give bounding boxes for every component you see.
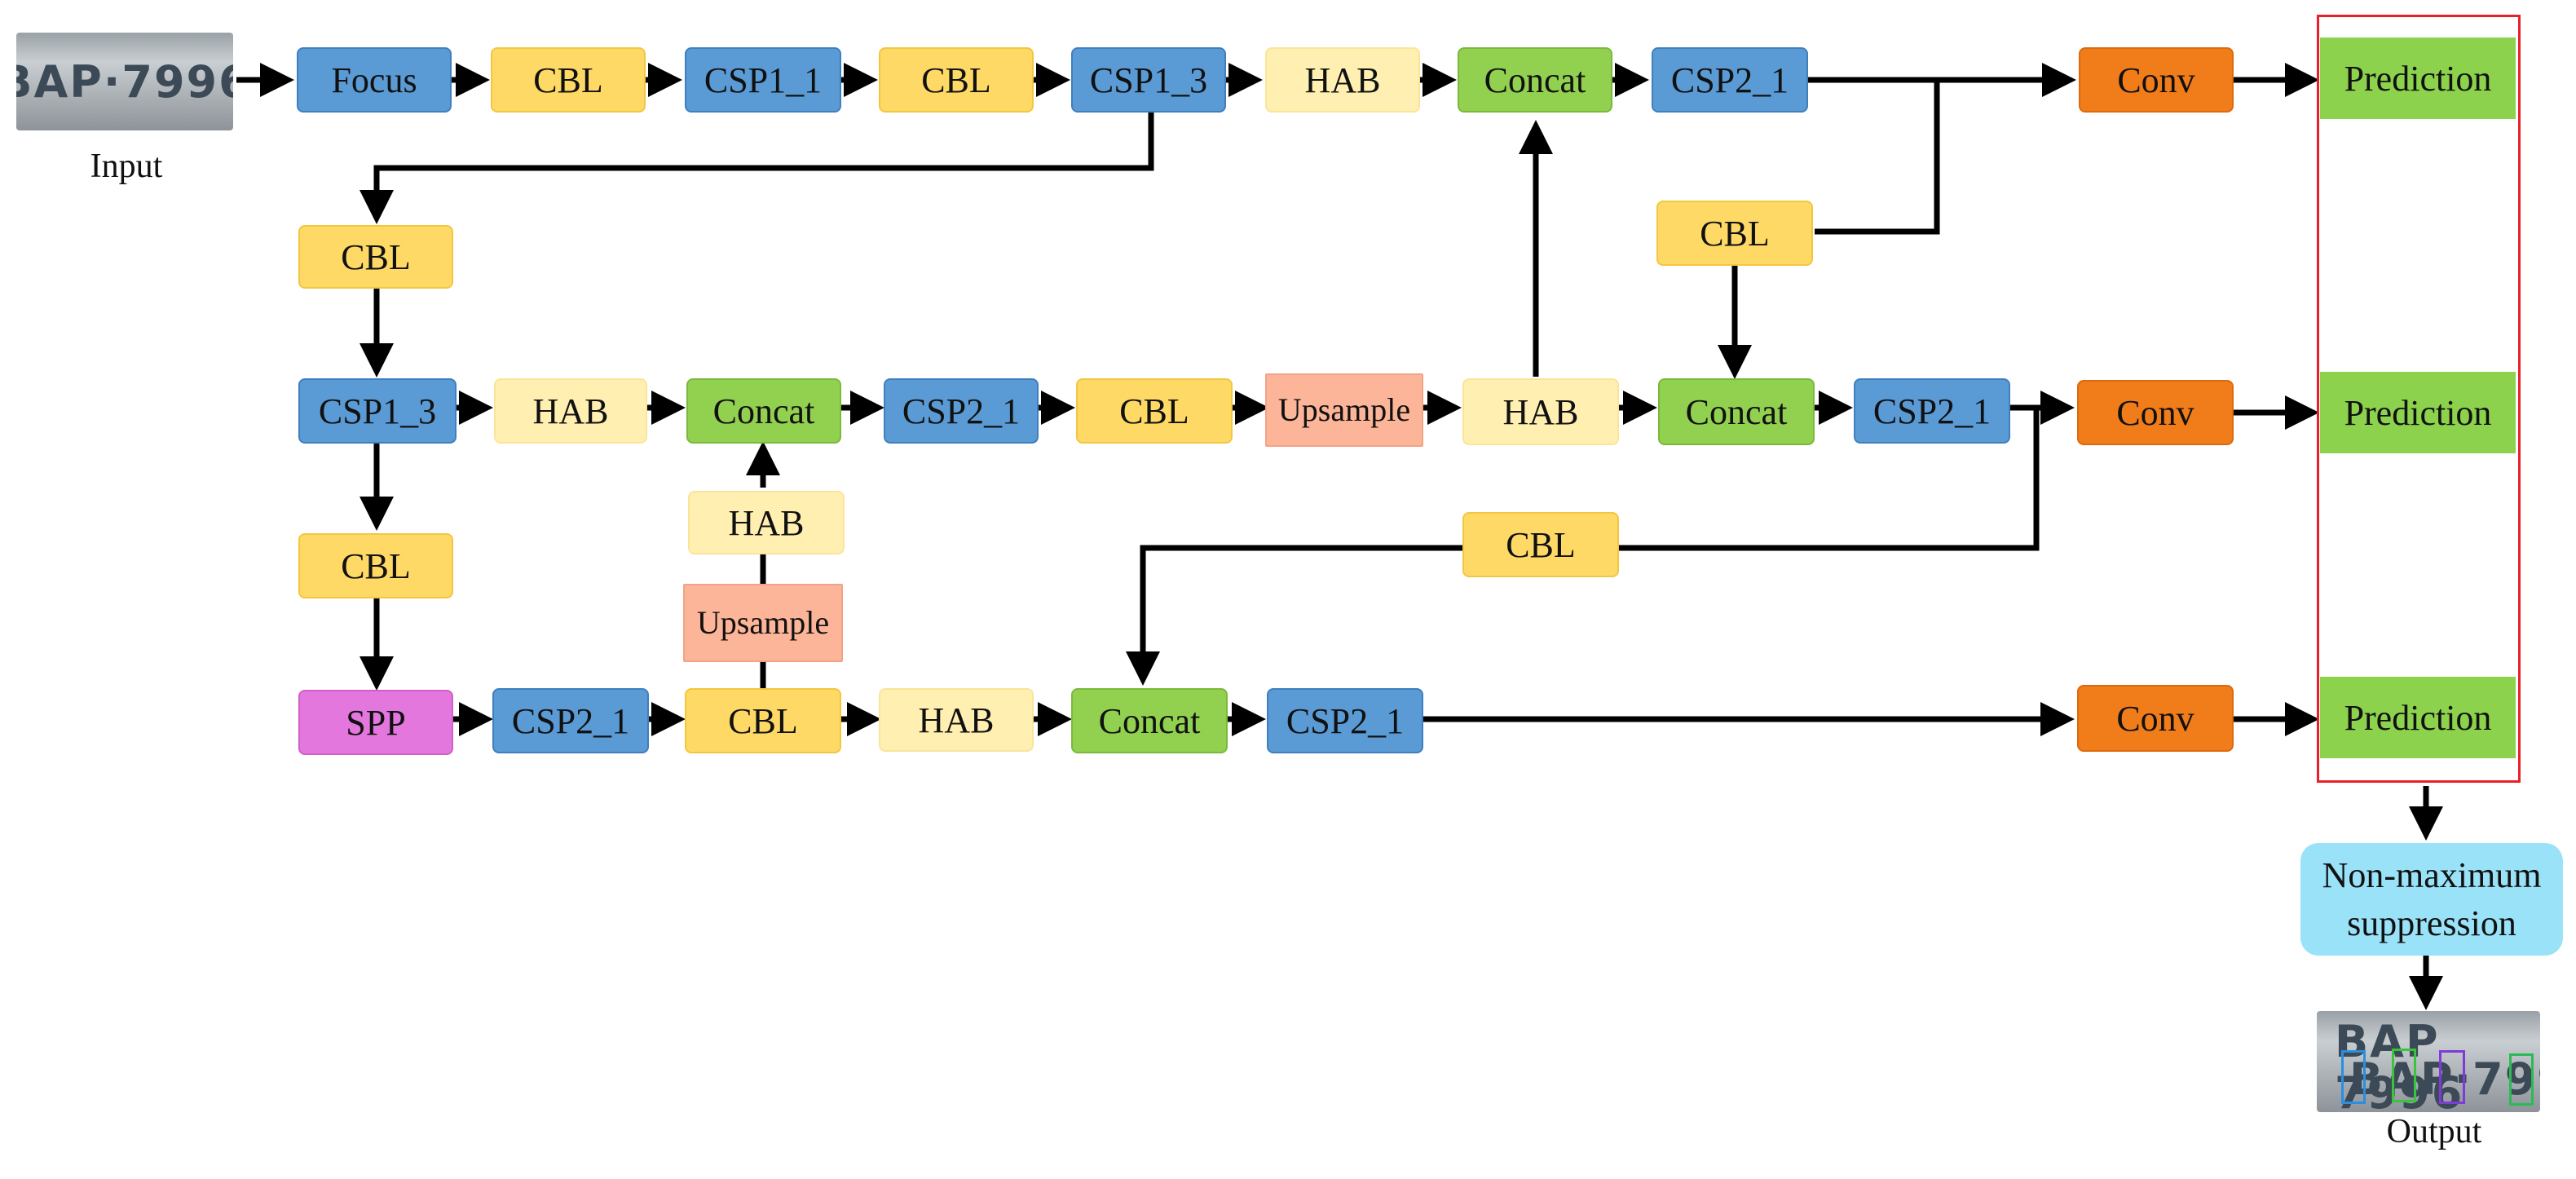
csp1-1-block-top: CSP1_1 (685, 47, 841, 113)
concat-block-top: Concat (1458, 47, 1612, 113)
hab-block-mid-1: HAB (494, 378, 647, 444)
detection-box-1 (2341, 1050, 2366, 1104)
input-plate-text: BAP·7996 (16, 55, 233, 108)
cbl-block-top-1: CBL (491, 47, 646, 113)
nms-line-1: Non-maximum (2322, 854, 2542, 895)
csp2-1-block-mid-1: CSP2_1 (884, 378, 1039, 444)
upsample-block-mid: Upsample (1265, 373, 1423, 447)
cbl-block-left-2: CBL (298, 533, 453, 598)
conv-block-3: Conv (2077, 685, 2234, 752)
nms-block: Non-maximum suppression (2300, 843, 2563, 956)
prediction-block-1: Prediction (2320, 38, 2516, 119)
concat-block-mid-2: Concat (1658, 378, 1815, 445)
nms-line-2: suppression (2347, 903, 2516, 943)
csp2-1-block-bot-1: CSP2_1 (492, 688, 649, 753)
cbl-block-cross: CBL (1462, 512, 1619, 577)
csp1-3-block-mid: CSP1_3 (298, 378, 457, 444)
upsample-block-vertical: Upsample (683, 584, 843, 662)
concat-block-mid-1: Concat (686, 378, 841, 444)
cbl-block-top-2: CBL (879, 47, 1034, 113)
hab-block-bot: HAB (879, 688, 1034, 752)
cbl-block-mid: CBL (1076, 378, 1233, 444)
concat-block-bot: Concat (1071, 688, 1228, 753)
output-plate-text: BAP·7996 (2349, 1053, 2540, 1105)
output-image: BAP·7996 BAP 7996 (2317, 1011, 2540, 1112)
input-caption: Input (90, 148, 163, 185)
prediction-block-2: Prediction (2320, 372, 2516, 453)
cbl-block-bot: CBL (685, 688, 841, 753)
csp2-1-block-mid-2: CSP2_1 (1854, 378, 2010, 444)
hab-block-mid-2: HAB (1462, 378, 1619, 445)
prediction-frame (2317, 15, 2521, 783)
input-image: BAP·7996 (16, 33, 233, 130)
detection-box-3 (2439, 1050, 2465, 1104)
conv-block-2: Conv (2077, 380, 2234, 445)
detection-box-4 (2509, 1053, 2534, 1106)
line-csp2_1-rightcbl (1815, 80, 1940, 235)
cbl-block-left-1: CBL (298, 225, 453, 289)
hab-block-vertical: HAB (688, 491, 845, 554)
arrow-csp2_1-botconcat (1126, 404, 2040, 686)
csp2-1-block-bot-2: CSP2_1 (1267, 688, 1423, 753)
spp-block: SPP (298, 690, 453, 755)
output-caption: Output (2386, 1113, 2482, 1150)
prediction-block-3: Prediction (2320, 677, 2516, 758)
hab-block-top: HAB (1265, 47, 1420, 113)
conv-block-1: Conv (2079, 47, 2234, 113)
csp2-1-block-top: CSP2_1 (1652, 47, 1808, 113)
csp1-3-block-top: CSP1_3 (1071, 47, 1226, 113)
arrow-csp1_3-leftcbl (359, 101, 1154, 224)
focus-block: Focus (297, 47, 452, 113)
detection-box-2 (2392, 1049, 2416, 1102)
cbl-block-right: CBL (1656, 201, 1813, 266)
